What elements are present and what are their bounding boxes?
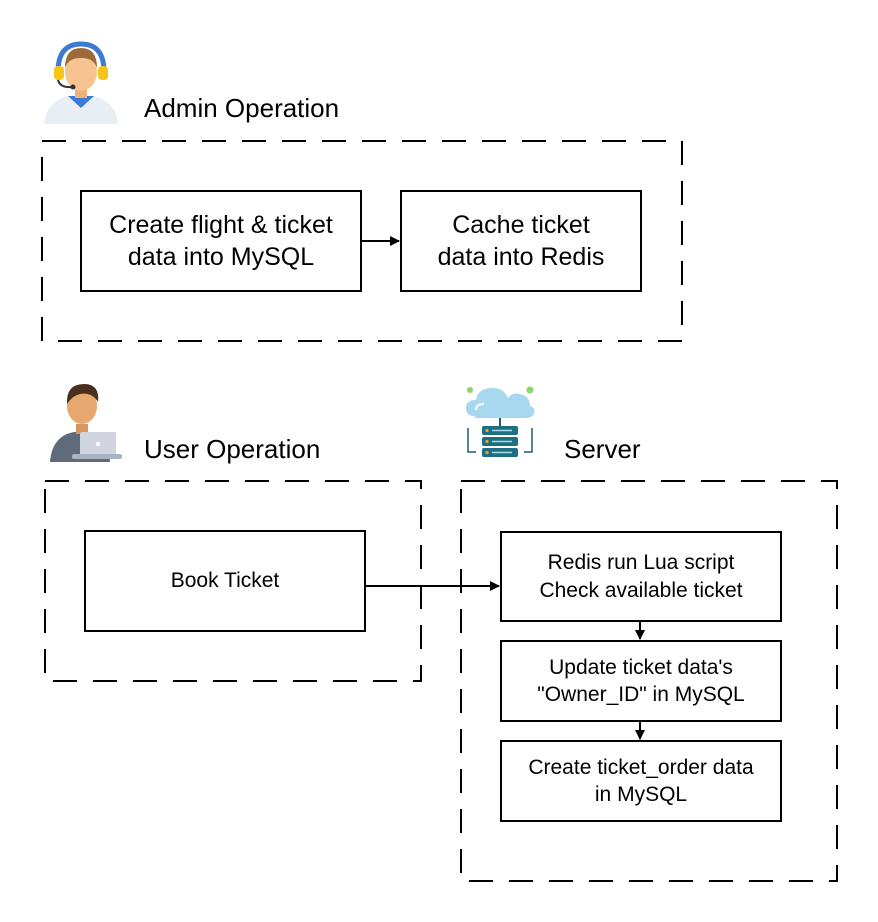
admin-operation-title: Admin Operation — [144, 93, 340, 123]
create-flight-ticket-box: Create flight & ticket data into MySQL — [80, 190, 362, 292]
cloud-server-icon — [466, 386, 535, 457]
book-ticket-box[interactable]: Book Ticket — [84, 530, 366, 632]
server-title: Server — [564, 434, 641, 464]
update-owner-box: Update ticket data's "Owner_ID" in MySQL — [500, 640, 782, 722]
create-ticket-order-label: Create ticket_order data in MySQL — [528, 755, 754, 806]
cache-ticket-label: Cache ticket data into Redis — [437, 210, 605, 272]
admin-group-border — [41, 140, 683, 342]
book-ticket-label: Book Ticket — [170, 569, 280, 593]
user-with-laptop-icon — [50, 384, 122, 462]
server-group-border — [460, 480, 838, 882]
user-group-border — [44, 480, 422, 682]
customer-support-agent-icon — [44, 41, 118, 124]
user-operation-title: User Operation — [144, 434, 321, 464]
create-flight-ticket-label: Create flight & ticket data into MySQL — [109, 210, 333, 272]
update-owner-label: Update ticket data's "Owner_ID" in MySQL — [537, 655, 745, 706]
redis-lua-box: Redis run Lua script Check available tic… — [500, 531, 782, 622]
cache-ticket-box: Cache ticket data into Redis — [400, 190, 642, 292]
create-ticket-order-box: Create ticket_order data in MySQL — [500, 740, 782, 822]
redis-lua-label: Redis run Lua script Check available tic… — [539, 551, 743, 602]
